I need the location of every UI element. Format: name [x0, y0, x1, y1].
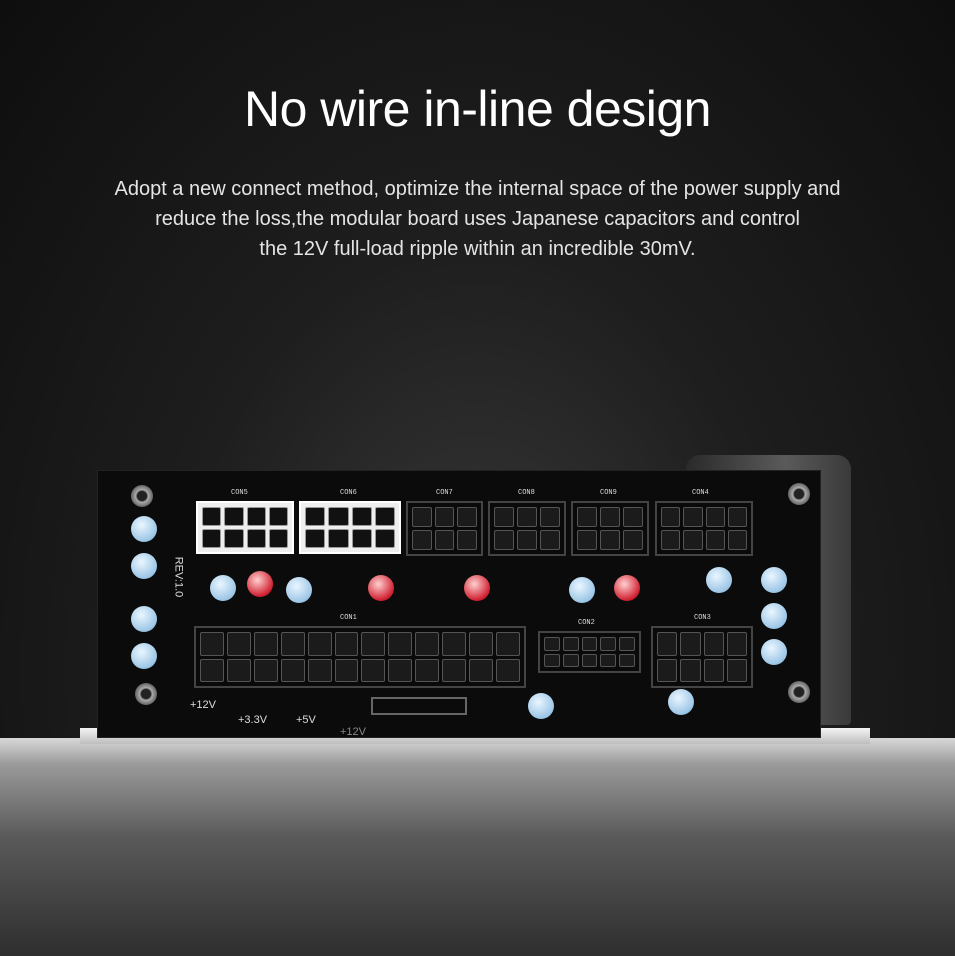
label-con5: CON5	[231, 489, 248, 497]
pin-header	[371, 697, 467, 715]
description-line: reduce the loss,the modular board uses J…	[155, 208, 800, 230]
capacitor	[368, 575, 394, 601]
capacitor	[761, 639, 787, 665]
capacitor	[247, 571, 273, 597]
connector-con2	[538, 631, 641, 673]
capacitor	[761, 567, 787, 593]
label-con9: CON9	[600, 489, 617, 497]
label-con7: CON7	[436, 489, 453, 497]
modular-pcb: CON5 CON6 CON7 CON8 CON9 CON4 CON1 CON2 …	[97, 470, 821, 738]
screw-icon	[788, 681, 810, 703]
screw-icon	[135, 683, 157, 705]
capacitor	[131, 606, 157, 632]
label-con2: CON2	[578, 619, 595, 627]
label-3v3: +3.3V	[238, 714, 268, 726]
label-12v: +12V	[190, 699, 216, 711]
capacitor	[131, 516, 157, 542]
capacitor	[528, 693, 554, 719]
label-con1: CON1	[340, 614, 357, 622]
label-con4: CON4	[692, 489, 709, 497]
capacitor	[614, 575, 640, 601]
description-line: Adopt a new connect method, optimize the…	[114, 178, 841, 200]
connector-con4	[655, 501, 753, 556]
capacitor	[210, 575, 236, 601]
capacitor	[761, 603, 787, 629]
capacitor	[668, 689, 694, 715]
screw-icon	[788, 483, 810, 505]
connector-con9	[571, 501, 649, 556]
label-5v: +5V	[296, 714, 316, 726]
capacitor	[706, 567, 732, 593]
connector-con5	[196, 501, 294, 554]
description-line: the 12V full-load ripple within an incre…	[259, 238, 696, 260]
capacitor	[464, 575, 490, 601]
connector-con3	[651, 626, 753, 688]
headline: No wire in-line design	[243, 81, 712, 137]
capacitor	[131, 553, 157, 579]
capacitor	[131, 643, 157, 669]
connector-con8	[488, 501, 566, 556]
floor-surface	[0, 738, 955, 956]
label-con8: CON8	[518, 489, 535, 497]
capacitor	[286, 577, 312, 603]
screw-icon	[131, 485, 153, 507]
connector-con1	[194, 626, 526, 688]
capacitor	[569, 577, 595, 603]
label-revision: REV:1.0	[172, 556, 185, 598]
label-con6: CON6	[340, 489, 357, 497]
label-12v-bottom: +12V	[340, 726, 366, 738]
connector-con7	[406, 501, 483, 556]
description: Adopt a new connect method, optimize the…	[0, 174, 955, 264]
label-con3: CON3	[694, 614, 711, 622]
connector-con6	[299, 501, 401, 554]
